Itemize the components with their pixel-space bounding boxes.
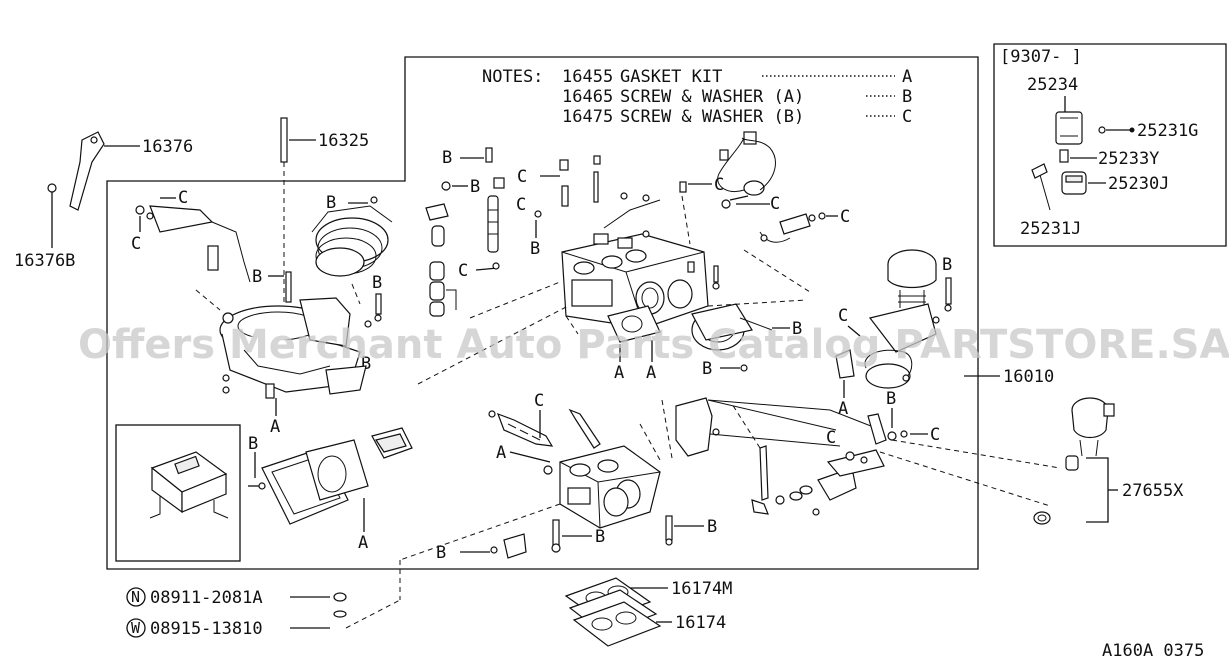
svg-text:C: C <box>458 261 468 281</box>
carburetor-body: B B C C B C <box>417 131 1054 461</box>
svg-text:A: A <box>270 417 280 437</box>
callout-16376: 16376 <box>142 137 193 157</box>
svg-text:A: A <box>496 443 506 463</box>
svg-text:B: B <box>470 177 480 197</box>
main-assembly-frame <box>106 56 979 570</box>
svg-text:B: B <box>595 527 605 547</box>
hardware-N-code: 08911-2081A <box>150 588 263 608</box>
note-1-code: 16455 <box>562 67 613 87</box>
svg-text:B: B <box>361 354 371 374</box>
svg-text:C: C <box>770 194 780 214</box>
bracket-16376 <box>69 131 105 211</box>
hardware-list: N 08911-2081A W 08915-13810 <box>126 587 401 639</box>
note-3-key: C <box>902 107 912 127</box>
svg-text:A: A <box>646 363 656 383</box>
hardware-W-code: 08915-13810 <box>150 619 263 639</box>
svg-text:B: B <box>442 148 452 168</box>
svg-text:C: C <box>534 391 544 411</box>
svg-text:C: C <box>131 234 141 254</box>
svg-text:B: B <box>252 267 262 287</box>
actuator-27655x: 27655X <box>1033 397 1184 525</box>
switch-25230J <box>1061 171 1087 195</box>
note-2-code: 16465 <box>562 87 613 107</box>
svg-text:B: B <box>248 434 258 454</box>
svg-text:B: B <box>886 389 896 409</box>
callout-25231G: 25231G <box>1137 121 1198 141</box>
inset-group: [9307- ] 25234 25231G 25233Y 25230J 2523… <box>1000 47 1198 239</box>
svg-text:C: C <box>516 195 526 215</box>
notes-block: NOTES: 16455 GASKET KIT A 16465 SCREW & … <box>482 67 912 127</box>
svg-text:A: A <box>614 363 624 383</box>
callout-27655X: 27655X <box>1122 481 1184 501</box>
callout-16010: 16010 <box>1003 367 1054 387</box>
gasket-stack: B A <box>248 427 413 553</box>
svg-text:B: B <box>530 239 540 259</box>
drawing-code: A160A 0375 <box>1102 641 1204 661</box>
rod-16325 <box>280 117 288 163</box>
watermark: Offers Merchant Auto Parts Catalog PARTS… <box>78 322 1229 368</box>
note-3-text: SCREW & WASHER (B) <box>620 107 804 127</box>
svg-text:W: W <box>131 619 141 637</box>
callout-16376B: 16376B <box>14 251 75 271</box>
svg-text:B: B <box>942 255 952 275</box>
callout-16174: 16174 <box>675 613 726 633</box>
svg-text:C: C <box>838 306 848 326</box>
svg-text:N: N <box>131 588 140 606</box>
svg-text:B: B <box>372 273 382 293</box>
callout-25230J: 25230J <box>1108 174 1169 194</box>
ecu-box-frame <box>115 424 241 562</box>
svg-text:B: B <box>707 517 717 537</box>
svg-text:C: C <box>826 428 836 448</box>
note-2-key: B <box>902 87 912 107</box>
inset-frame <box>993 43 1227 247</box>
svg-text:B: B <box>436 543 446 563</box>
note-3-code: 16475 <box>562 107 613 127</box>
callout-16325: 16325 <box>318 131 369 151</box>
note-1-text: GASKET KIT <box>620 67 722 87</box>
air-horn-assembly: C C B B B B A <box>131 188 393 437</box>
rod-16325-group: 16325 <box>280 117 369 312</box>
svg-text:B: B <box>792 319 802 339</box>
svg-text:C: C <box>517 167 527 187</box>
callout-25233Y: 25233Y <box>1098 149 1159 169</box>
svg-text:C: C <box>178 188 188 208</box>
svg-text:C: C <box>840 207 850 227</box>
notes-heading: NOTES: <box>482 67 543 87</box>
note-2-text: SCREW & WASHER (A) <box>620 87 804 107</box>
throttle-linkage: C B C <box>675 389 1061 516</box>
base-gaskets: 16174M 16174 <box>564 577 732 647</box>
note-1-key: A <box>902 67 912 87</box>
inset-period: [9307- ] <box>1000 47 1082 67</box>
bracket-25234 <box>1055 111 1083 145</box>
symbol-W-icon <box>126 618 146 638</box>
svg-text:B: B <box>326 193 336 213</box>
svg-text:A: A <box>838 399 848 419</box>
bracket-16376-group: 16376 16376B <box>14 131 193 271</box>
svg-text:C: C <box>930 425 940 445</box>
svg-text:C: C <box>714 175 724 195</box>
callout-25231J: 25231J <box>1020 219 1081 239</box>
callout-25234: 25234 <box>1027 75 1078 95</box>
ecu-module <box>149 451 229 519</box>
svg-text:B: B <box>702 359 712 379</box>
svg-text:A: A <box>358 533 368 553</box>
symbol-N-icon <box>126 587 146 607</box>
callout-16174M: 16174M <box>671 579 732 599</box>
throttle-body: C A B B B <box>399 391 717 600</box>
